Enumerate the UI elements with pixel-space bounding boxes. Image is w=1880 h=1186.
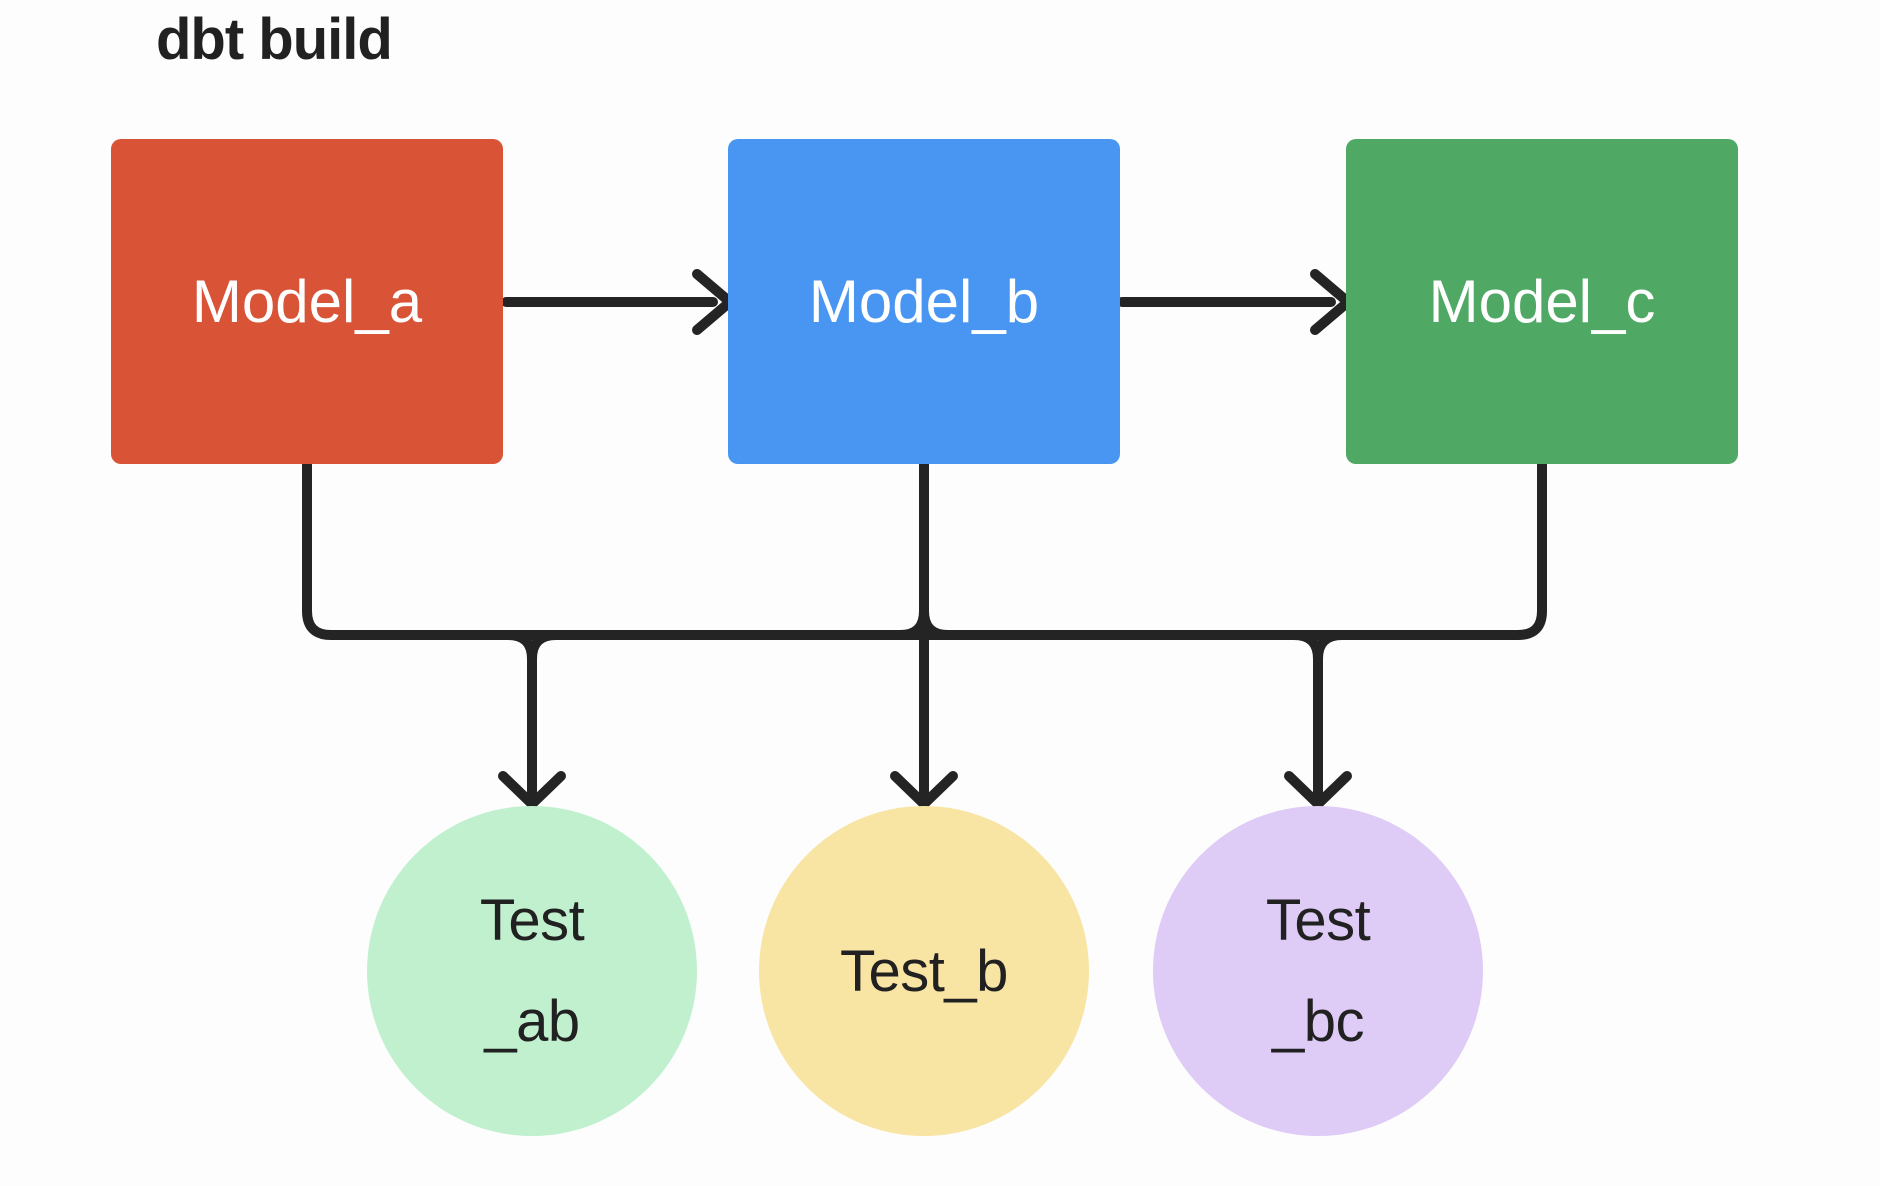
node-test-bc-label-line2: _bc xyxy=(1271,989,1365,1054)
node-test-b-label-line1: Test_b xyxy=(840,938,1008,1004)
edge-bus-to-test-bc xyxy=(1284,630,1352,809)
edge-bus-to-test-ab xyxy=(498,630,566,809)
node-test-bc-label-line1: Test xyxy=(1265,888,1371,953)
node-test-b: Test_b xyxy=(759,806,1089,1136)
arrowhead-down-icon xyxy=(1284,771,1352,809)
edge-model-b-to-test-b xyxy=(890,459,958,809)
node-model-a: Model_a xyxy=(111,139,503,464)
node-model-a-label: Model_a xyxy=(191,268,423,335)
arrowhead-down-icon xyxy=(890,771,958,809)
diagram-title: dbt build xyxy=(156,7,393,72)
node-test-ab-label-line2: _ab xyxy=(484,989,580,1054)
arrowhead-down-icon xyxy=(498,771,566,809)
node-model-c-label: Model_c xyxy=(1428,268,1656,335)
node-test-bc: Test _bc xyxy=(1153,806,1483,1136)
edge-model-b-to-model-c xyxy=(1117,269,1353,335)
node-model-b-label: Model_b xyxy=(808,268,1040,335)
fillet-right xyxy=(919,606,953,640)
node-model-c: Model_c xyxy=(1346,139,1738,464)
node-model-b: Model_b xyxy=(728,139,1120,464)
edge-model-a-to-model-b xyxy=(501,269,735,335)
node-test-ab: Test _ab xyxy=(367,806,697,1136)
node-test-ab-label-line1: Test xyxy=(479,888,585,953)
